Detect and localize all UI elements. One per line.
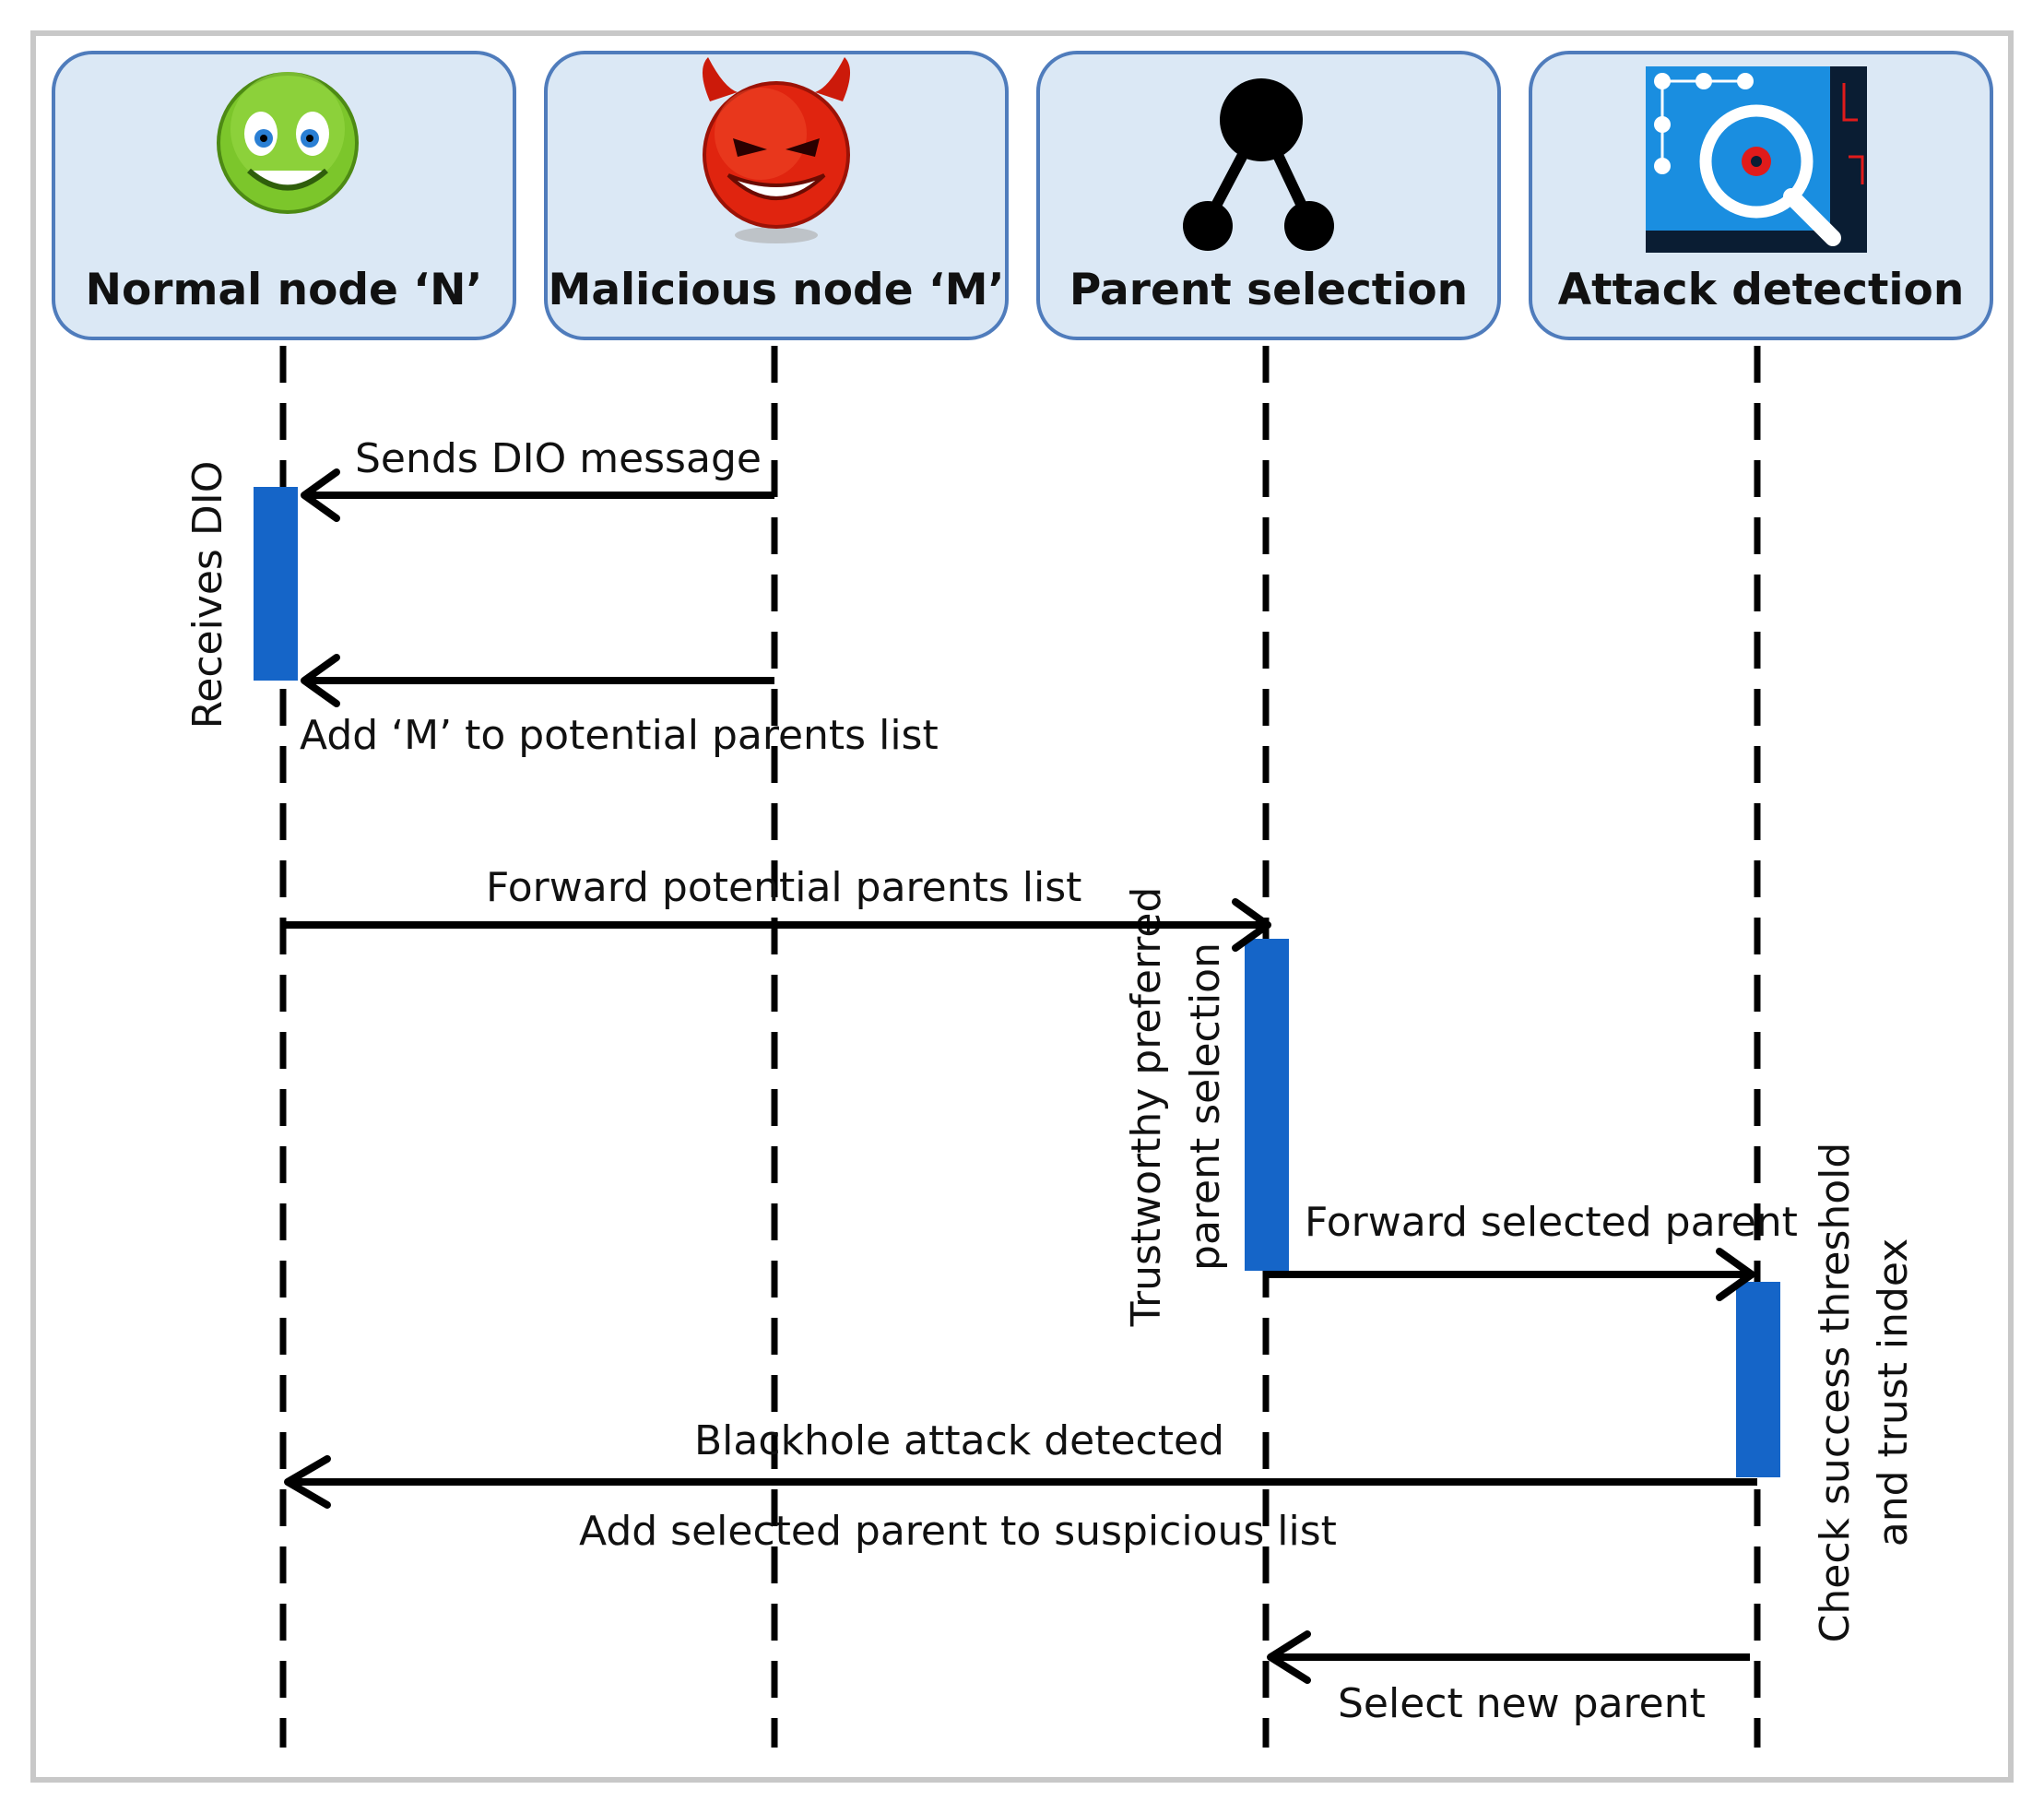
activation-label: parent selection [1182,942,1229,1271]
message-label: Add selected parent to suspicious list [579,1508,1337,1555]
arrowhead-left [284,1455,331,1509]
arrowhead-right [1716,1248,1755,1301]
tree-node-icon [1183,78,1334,251]
participant-box [1036,51,1501,340]
participant-label: Attack detection [1558,265,1965,315]
green-smiley-icon [217,72,359,214]
message-blackhole-detected: Blackhole attack detected Add selected p… [284,1417,1757,1555]
activation-label: Trustworthy preferred [1123,887,1170,1328]
message-select-new-parent: Select new parent [1267,1630,1750,1727]
message-label: Add ‘M’ to potential parents list [300,712,939,759]
activation-normal-node [254,487,298,681]
magnifier-network-icon [1646,66,1867,253]
activation-label: Check success threshold [1812,1143,1859,1643]
activation-label: and trust index [1870,1238,1917,1547]
message-label: Forward selected parent [1305,1199,1798,1246]
arrowhead-left [301,654,340,707]
participant-attack-detection: Attack detection [1529,51,1993,340]
message-forward-selected: Forward selected parent [1266,1199,1798,1301]
message-add-m: Add ‘M’ to potential parents list [300,654,939,759]
arrowhead-left [301,468,340,522]
red-devil-icon [702,57,851,243]
participant-normal-node: Normal node ‘N’ [52,51,516,340]
participant-malicious-node: Malicious node ‘M’ [544,51,1009,340]
arrowhead-right [1232,898,1271,952]
message-label: Select new parent [1338,1680,1706,1727]
participant-label: Normal node ‘N’ [86,265,483,315]
message-label: Forward potential parents list [486,864,1081,911]
activation-label: Receives DIO [184,461,231,729]
message-label: Sends DIO message [355,435,762,482]
message-sends-dio: Sends DIO message [301,435,774,522]
participant-parent-selection: Parent selection [1036,51,1501,340]
message-label: Blackhole attack detected [694,1417,1224,1464]
participant-label: Parent selection [1069,265,1468,315]
activation-parent-selection [1245,939,1289,1271]
arrowhead-left [1267,1630,1311,1684]
activation-attack-detection [1736,1282,1780,1477]
participant-label: Malicious node ‘M’ [549,265,1005,315]
message-forward-potential: Forward potential parents list [283,864,1271,952]
